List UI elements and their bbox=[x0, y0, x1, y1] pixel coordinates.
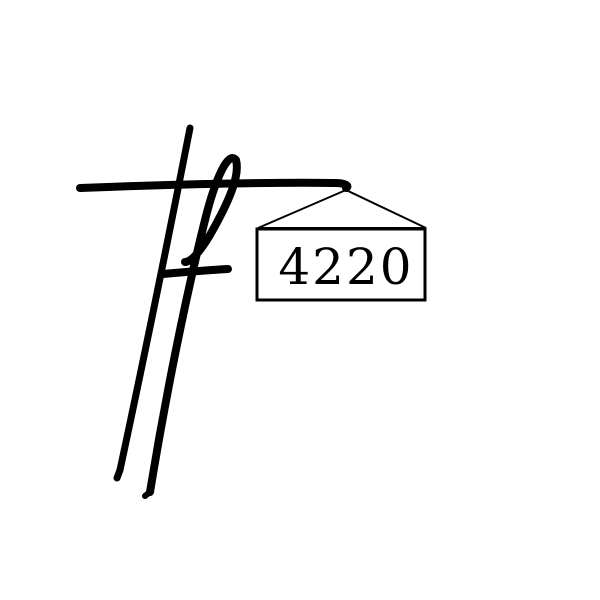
hanging-sign: 4220 bbox=[255, 188, 427, 302]
brush-monogram bbox=[76, 124, 352, 499]
sign-number-text: 4220 bbox=[278, 238, 413, 296]
brush-stroke-loop bbox=[146, 154, 241, 496]
sign-hanger-triangle bbox=[257, 188, 427, 229]
brush-stroke-crossbar bbox=[76, 178, 352, 192]
brush-stroke-left-vertical bbox=[113, 124, 194, 482]
brush-stroke-mid-bar bbox=[159, 265, 232, 278]
sign-board bbox=[255, 227, 427, 302]
brush-stroke-loop-tail bbox=[142, 489, 153, 499]
